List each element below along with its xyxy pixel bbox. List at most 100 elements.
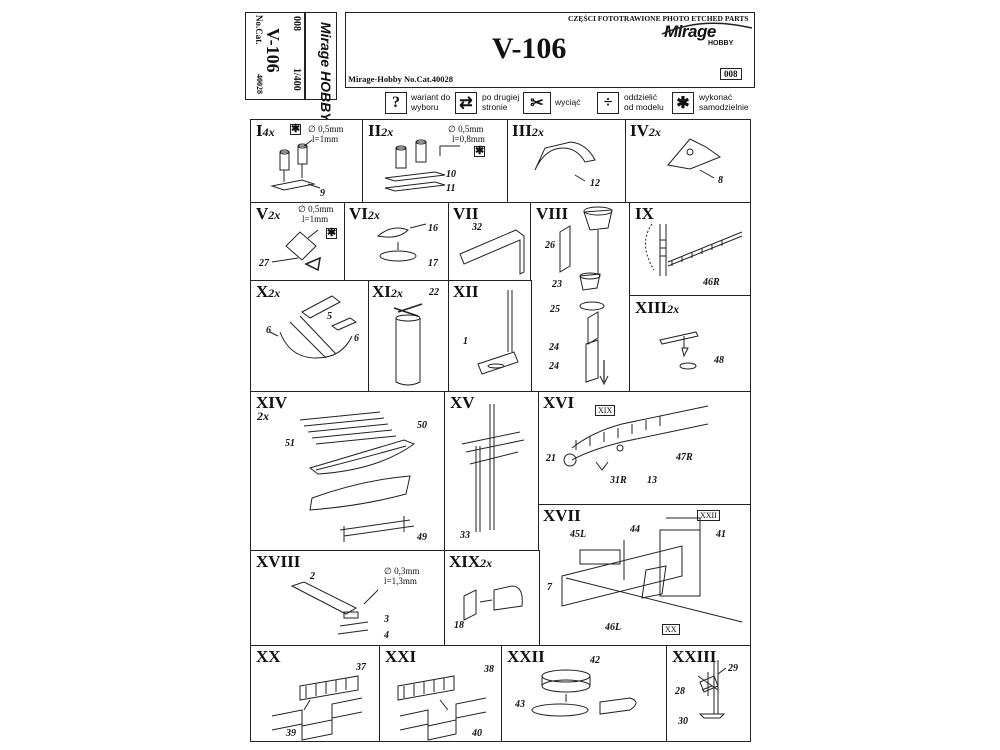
side-label-box <box>245 12 337 100</box>
header-parts-title: CZĘŚCI FOTOTRAWIONE PHOTO ETCHED PARTS <box>568 14 749 23</box>
step-19-numeral: XIX2x <box>449 552 493 571</box>
side-label-divider-1 <box>304 13 306 99</box>
part-6a: 6 <box>266 325 271 336</box>
part-5: 5 <box>327 311 332 322</box>
step-4-drawing <box>667 138 722 179</box>
step-11-box <box>368 280 450 393</box>
step-9-numeral: IX <box>635 204 654 223</box>
step-17-box <box>538 504 751 647</box>
step-22-drawing <box>531 669 637 717</box>
step-18-numeral: XVIII <box>256 552 301 571</box>
step-3-drawing <box>534 141 596 182</box>
step-9-box <box>629 202 751 297</box>
step-16-ref-flag: XIX <box>595 405 616 416</box>
legend-4-text-2: od modelu <box>624 102 664 112</box>
header-sheet-code: 008 <box>720 68 742 80</box>
step-16-drawing <box>563 405 709 471</box>
step-1-drawing <box>270 139 321 191</box>
cut-saw-icon: ✂ <box>523 92 551 114</box>
part-38: 38 <box>484 664 494 675</box>
part-1: 1 <box>463 336 468 347</box>
part-9: 9 <box>320 188 325 199</box>
step-20-drawing <box>271 675 363 741</box>
step-2-note-diameter: ∅ 0,5mm <box>448 124 484 134</box>
part-31R: 31R <box>610 475 627 486</box>
legend-2-text-1: po drugiej <box>482 92 520 102</box>
step-5-box <box>250 202 346 282</box>
step-22-numeral: XXII <box>507 647 545 666</box>
part-28: 28 <box>675 686 685 697</box>
part-24a: 24 <box>549 342 559 353</box>
brand-logo-sub: HOBBY <box>708 40 734 47</box>
part-16: 16 <box>428 223 438 234</box>
part-26: 26 <box>545 240 555 251</box>
legend-5-text-1: wykonać <box>699 92 733 102</box>
header-box <box>345 12 755 88</box>
part-45L: 45L <box>570 529 587 540</box>
step-1-note-length: l=1mm <box>312 134 339 144</box>
brand-logo: Mirage <box>664 22 716 41</box>
step-11-drawing <box>393 303 423 386</box>
part-3: 3 <box>384 614 389 625</box>
step-2-numeral: II2x <box>368 121 394 140</box>
step-23-drawing <box>697 660 727 719</box>
part-18: 18 <box>454 620 464 631</box>
step-6-numeral: VI2x <box>349 204 380 223</box>
part-13: 13 <box>647 475 657 486</box>
part-40: 40 <box>472 728 482 739</box>
step-1-note-diameter: ∅ 0,5mm <box>308 124 344 134</box>
step-2-box <box>362 119 509 205</box>
step-13-numeral: XIII2x <box>635 298 680 317</box>
step-15-numeral: XV <box>450 393 475 412</box>
step-5-make-yourself-icon: ✱ <box>326 227 337 239</box>
separate-icon: ÷ <box>597 92 619 114</box>
step-8-drawing <box>559 206 613 386</box>
step-9-drawing <box>645 223 743 276</box>
step-6-drawing <box>376 223 427 262</box>
part-25: 25 <box>550 304 560 315</box>
step-14-multiplier: 2x <box>257 409 269 423</box>
part-21: 21 <box>546 453 556 464</box>
step-5-numeral: V2x <box>256 204 281 223</box>
part-42: 42 <box>590 655 600 666</box>
step-19-box <box>444 550 540 647</box>
step-2-drawing <box>384 139 460 192</box>
step-10-box <box>250 280 370 393</box>
step-8-numeral: VIII <box>536 204 569 223</box>
part-46L: 46L <box>605 622 622 633</box>
step-2-make-yourself-icon: ✱ <box>474 145 485 157</box>
step-4-numeral: IV2x <box>630 121 661 140</box>
part-29: 29 <box>728 663 738 674</box>
part-33: 33 <box>460 530 470 541</box>
step-20-numeral: XX <box>256 647 281 666</box>
part-41: 41 <box>716 529 726 540</box>
step-11-numeral: XI2x <box>372 282 403 301</box>
part-47R: 47R <box>676 452 693 463</box>
step-17-ref-flag-b: XX <box>662 624 680 635</box>
part-10: 10 <box>446 169 456 180</box>
part-7: 7 <box>547 582 552 593</box>
step-16-numeral: XVI <box>543 393 575 412</box>
step-1-box <box>250 119 380 205</box>
step-7-numeral: VII <box>453 204 479 223</box>
step-7-box <box>448 202 532 282</box>
part-46R: 46R <box>703 277 720 288</box>
step-19-drawing <box>463 585 523 621</box>
step-21-box <box>379 645 503 742</box>
step-10-drawing <box>269 295 358 359</box>
flip-side-icon: ⇄ <box>455 92 477 114</box>
part-39: 39 <box>286 728 296 739</box>
part-23: 23 <box>552 279 562 290</box>
header-title: V-106 <box>492 32 567 65</box>
step-3-numeral: III2x <box>512 121 544 140</box>
step-1-make-yourself-icon: ✱ <box>290 123 301 135</box>
step-2-note-length: l=0,8mm <box>452 134 485 144</box>
part-37: 37 <box>356 662 366 673</box>
part-4: 4 <box>384 630 389 641</box>
part-12: 12 <box>590 178 600 189</box>
part-2: 2 <box>310 571 315 582</box>
step-14-drawing <box>299 411 416 542</box>
step-15-drawing <box>461 404 525 532</box>
part-50: 50 <box>417 420 427 431</box>
